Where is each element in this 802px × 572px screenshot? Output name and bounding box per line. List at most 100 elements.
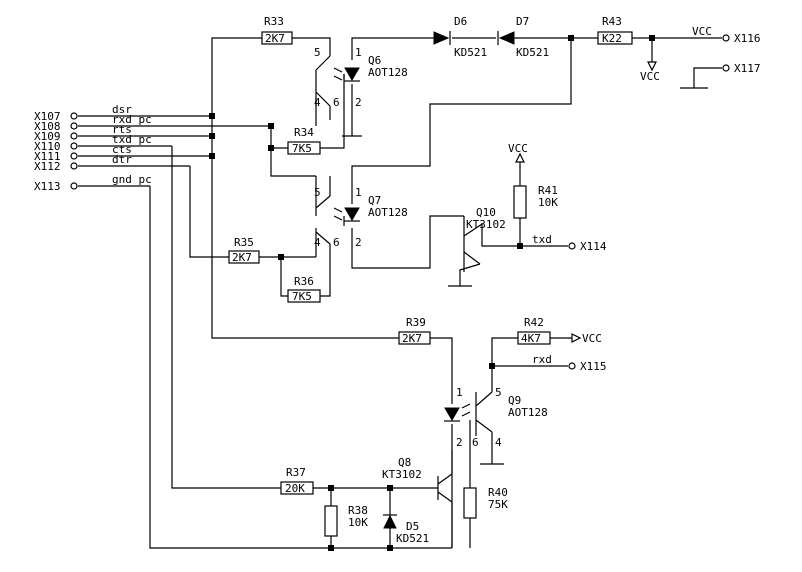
signal-cts: cts: [112, 143, 132, 156]
x117-pin[interactable]: [722, 64, 730, 72]
r38-value: 10K: [348, 516, 368, 529]
r36-name: R36: [294, 275, 314, 288]
x109-label: X109: [34, 130, 61, 143]
signal-txd: txd: [532, 233, 552, 246]
x116-pin[interactable]: [722, 34, 730, 42]
connector-pins: [70, 34, 730, 370]
signal-txd-pc: txd pc: [112, 133, 152, 146]
r34-value: 7K5: [292, 142, 312, 155]
resistor-bodies: [228, 31, 633, 537]
junction-dots: [209, 35, 655, 551]
x112-pin[interactable]: [70, 162, 78, 170]
q7-pin1: 1: [355, 186, 362, 199]
labels: X107 X108 X109 X110 X111 X112 X113 X116 …: [34, 15, 761, 545]
x112-label: X112: [34, 160, 61, 173]
r39-value: 2K7: [402, 332, 422, 345]
d6-name: D6: [454, 15, 467, 28]
d5-type: KD521: [396, 532, 429, 545]
r42-value: 4K7: [521, 332, 541, 345]
q6-pin4: 4: [314, 96, 321, 109]
vcc-arrow-r43: [647, 61, 657, 72]
x107-pin[interactable]: [70, 112, 78, 120]
d6-symbol: [433, 31, 450, 45]
x114-pin[interactable]: [568, 242, 576, 250]
x117-label: X117: [734, 62, 761, 75]
q6-pin2: 2: [355, 96, 362, 109]
signal-gnd-pc: gnd pc: [112, 173, 152, 186]
q9-pin6: 6: [472, 436, 479, 449]
q7-name: Q7: [368, 194, 381, 207]
x108-pin[interactable]: [70, 122, 78, 130]
r33-value: 2K7: [265, 32, 285, 45]
q6-pin1: 1: [355, 46, 362, 59]
q7-led: [344, 207, 360, 221]
q7-pin4: 4: [314, 236, 321, 249]
r34-body: [287, 141, 321, 155]
vcc-arrow-r42: [571, 333, 582, 343]
d7-name: D7: [516, 15, 529, 28]
q10-name: Q10: [476, 206, 496, 219]
vcc-label-r43: VCC: [640, 70, 660, 83]
r43-value: K22: [602, 32, 622, 45]
r33-name: R33: [264, 15, 284, 28]
r37-name: R37: [286, 466, 306, 479]
x115-label: X115: [580, 360, 607, 373]
r33-body: [261, 31, 293, 45]
r37-value: 20K: [285, 482, 305, 495]
x110-label: X110: [34, 140, 61, 153]
q9-pin4: 4: [495, 436, 502, 449]
wires: [78, 37, 722, 549]
opto-leds: [333, 67, 471, 422]
d6-type: KD521: [454, 46, 487, 59]
x113-pin[interactable]: [70, 182, 78, 190]
r41-name: R41: [538, 184, 558, 197]
r36-value: 7K5: [292, 290, 312, 303]
r35-body: [228, 250, 260, 264]
q6-type: AOT128: [368, 66, 408, 79]
r40-name: R40: [488, 486, 508, 499]
diodes: [383, 31, 515, 529]
vcc-arrow-r41: [515, 152, 525, 163]
x111-pin[interactable]: [70, 152, 78, 160]
x111-label: X111: [34, 150, 61, 163]
q7-pin5: 5: [314, 186, 321, 199]
q8-type: KT3102: [382, 468, 422, 481]
q8-name: Q8: [398, 456, 411, 469]
q6-led: [344, 67, 360, 81]
r37-body: [280, 481, 314, 495]
r35-name: R35: [234, 236, 254, 249]
r38-body: [324, 505, 338, 537]
vcc-symbols: [515, 61, 657, 343]
signal-dsr: dsr: [112, 103, 132, 116]
x109-pin[interactable]: [70, 132, 78, 140]
q9-led: [444, 407, 460, 421]
r43-name: R43: [602, 15, 622, 28]
d5-symbol: [383, 514, 397, 529]
q7-type: AOT128: [368, 206, 408, 219]
d7-type: KD521: [516, 46, 549, 59]
r41-body: [513, 185, 527, 219]
x110-pin[interactable]: [70, 142, 78, 150]
signal-rxd-pc: rxd pc: [112, 113, 152, 126]
x107-label: X107: [34, 110, 61, 123]
q9-pin5: 5: [495, 386, 502, 399]
q9-pin2: 2: [456, 436, 463, 449]
r39-body: [398, 331, 431, 345]
q6-pin6: 6: [333, 96, 340, 109]
q7-pin2: 2: [355, 236, 362, 249]
x114-label: X114: [580, 240, 607, 253]
x115-pin[interactable]: [568, 362, 576, 370]
r41-value: 10K: [538, 196, 558, 209]
r42-body: [517, 331, 551, 345]
r36-body: [287, 289, 321, 303]
x116-label: X116: [734, 32, 761, 45]
q10-type: KT3102: [466, 218, 506, 231]
vcc-label-r42: VCC: [582, 332, 602, 345]
q7-pin6: 6: [333, 236, 340, 249]
r42-name: R42: [524, 316, 544, 329]
r39-name: R39: [406, 316, 426, 329]
signal-rxd: rxd: [532, 353, 552, 366]
r43-body: [597, 31, 633, 45]
x108-label: X108: [34, 120, 61, 133]
